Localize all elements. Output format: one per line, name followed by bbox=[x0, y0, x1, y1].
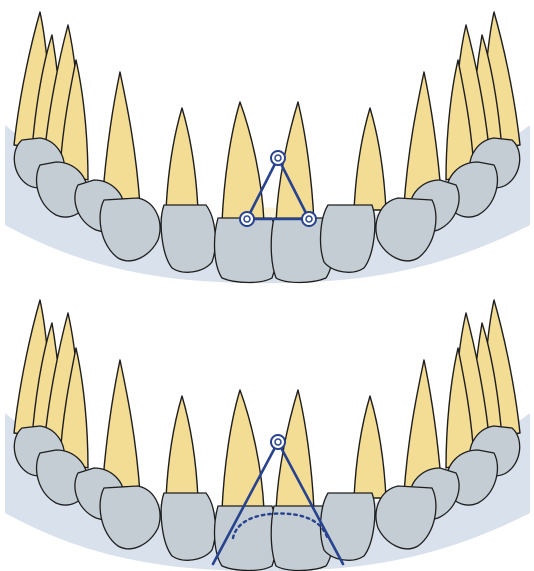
root-central-left bbox=[222, 390, 264, 510]
crown-lateral-right bbox=[321, 493, 375, 560]
crown-lateral-right bbox=[321, 205, 375, 272]
root-lateral-right bbox=[354, 108, 386, 210]
root-lateral-left bbox=[166, 396, 198, 498]
bottom-panel bbox=[5, 300, 530, 571]
apex-marker-top bbox=[271, 151, 285, 165]
right-contact-marker bbox=[302, 212, 316, 226]
root-lateral-right bbox=[354, 396, 386, 498]
crown-central-left bbox=[215, 218, 277, 283]
root-central-left bbox=[222, 102, 264, 222]
crown-lateral-left bbox=[161, 205, 215, 272]
apex-marker-bottom bbox=[271, 435, 285, 449]
root-lateral-left bbox=[166, 108, 198, 210]
left-contact-marker bbox=[240, 212, 254, 226]
crown-lateral-left bbox=[161, 493, 215, 560]
crown-central-left bbox=[215, 506, 277, 571]
top-panel bbox=[5, 12, 530, 283]
